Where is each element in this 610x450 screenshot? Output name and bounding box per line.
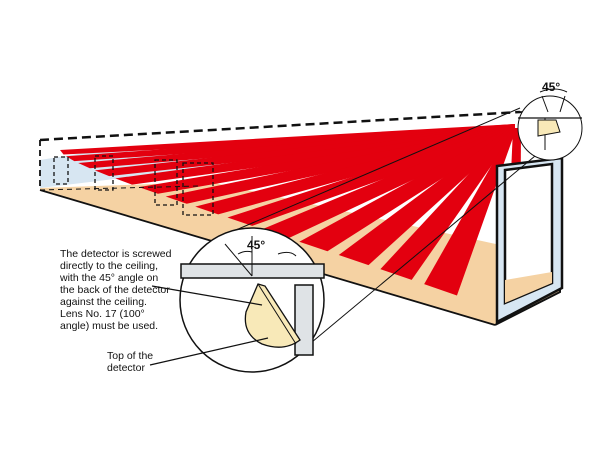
label-line: detector (107, 362, 145, 374)
angle-label-zoom: 45° (247, 238, 266, 252)
detection-beam (262, 124, 515, 239)
detection-beam (138, 124, 515, 194)
note-line: Lens No. 17 (100° (60, 308, 145, 320)
note-line: directly to the ceiling, (60, 260, 159, 272)
detection-beam (338, 124, 515, 266)
near-doorway (495, 156, 564, 325)
detection-beam (380, 124, 515, 280)
zoom-leader-lines (235, 107, 536, 353)
zoom-circle (179, 227, 325, 373)
detection-beam (60, 124, 515, 155)
detection-beam (78, 124, 515, 169)
note-line: with the 45° angle on (60, 272, 159, 284)
detector-magnifier (517, 88, 583, 161)
detection-beam (115, 124, 516, 185)
note-line: The detector is screwed (60, 248, 172, 260)
top-of-detector-label: Top of the detector (107, 350, 187, 374)
detector-top-icon (537, 119, 561, 137)
detection-beam (66, 124, 515, 162)
note-line: against the ceiling. (60, 296, 147, 308)
detection-beams (60, 124, 521, 312)
label-line: Top of the (107, 350, 154, 362)
detection-beam (424, 124, 515, 296)
detection-beam (299, 124, 515, 252)
installation-note: The detector is screwed directly to the … (60, 248, 200, 332)
detection-beam (227, 124, 515, 226)
note-line: the back of the detector (60, 284, 170, 296)
detector-body (244, 283, 301, 348)
detection-beam (195, 124, 515, 215)
note-line: angle) must be used. (60, 320, 159, 332)
angle-label-top: 45° (542, 80, 561, 94)
distant-doors (53, 155, 214, 216)
detection-beam (165, 124, 515, 204)
callout-pointers (149, 285, 269, 366)
